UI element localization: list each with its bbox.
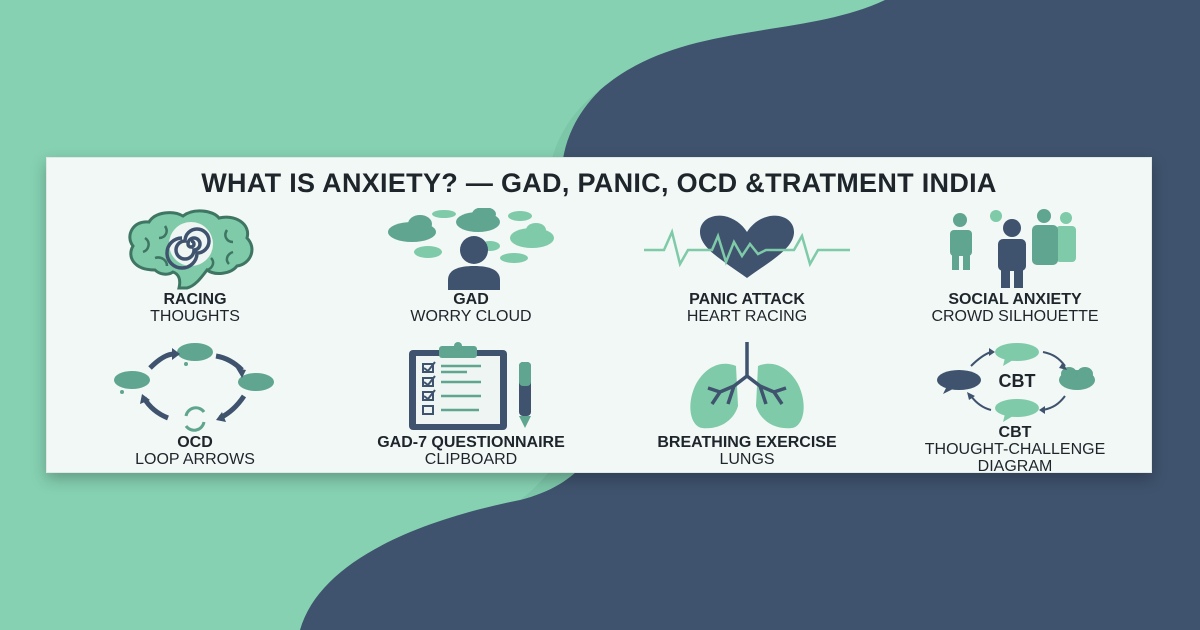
- item-subtitle: WORRY CLOUD: [410, 308, 532, 325]
- item-heading: PANIC ATTACK: [689, 291, 805, 308]
- infographic-card: WHAT IS ANXIETY? — GAD, PANIC, OCD &TRAT…: [46, 157, 1153, 475]
- item-racing-thoughts: RACING THOUGHTS: [57, 208, 333, 336]
- item-social-anxiety: SOCIAL ANXIETY CROWD SILHOUETTE: [877, 208, 1153, 336]
- item-ocd: OCD LOOP ARROWS: [57, 342, 333, 470]
- item-heading: GAD-7 QUESTIONNAIRE: [377, 434, 565, 451]
- item-heading: RACING: [163, 291, 227, 308]
- item-subtitle: DIAGRAM: [977, 458, 1053, 475]
- item-heading: GAD: [453, 291, 489, 308]
- person-worry-clouds-icon: [388, 208, 554, 290]
- cbt-cycle-icon: CBT: [937, 343, 1095, 422]
- brain-spiral-icon: [128, 209, 254, 290]
- item-subtitle: THOUGHTS: [150, 308, 240, 325]
- crowd-icon: [950, 209, 1076, 288]
- page-title: WHAT IS ANXIETY? — GAD, PANIC, OCD &TRAT…: [201, 168, 997, 198]
- item-label: SOCIAL ANXIETY CROWD SILHOUETTE: [877, 291, 1153, 325]
- item-subtitle: CROWD SILHOUETTE: [931, 308, 1099, 325]
- item-subtitle: CLIPBOARD: [424, 451, 518, 468]
- item-panic-attack: PANIC ATTACK HEART RACING: [609, 208, 885, 336]
- item-heading: OCD: [177, 434, 213, 451]
- item-label: PANIC ATTACK HEART RACING: [609, 291, 885, 325]
- item-gad7: GAD-7 QUESTIONNAIRE CLIPBOARD: [333, 342, 609, 470]
- item-heading: BREATHING EXERCISE: [657, 434, 837, 451]
- item-subtitle: HEART RACING: [686, 308, 808, 325]
- item-gad: GAD WORRY CLOUD: [333, 208, 609, 336]
- item-label: GAD WORRY CLOUD: [333, 291, 609, 325]
- item-label: CBT THOUGHT-CHALLENGE DIAGRAM: [877, 424, 1153, 475]
- item-label: OCD LOOP ARROWS: [57, 434, 333, 468]
- item-subtitle: LUNGS: [719, 451, 775, 468]
- item-cbt: CBT CBT THOUGHT-CHALLENGE DIAGRAM: [877, 342, 1153, 475]
- item-subtitle: THOUGHT-CHALLENGE: [924, 441, 1106, 458]
- item-heading: SOCIAL ANXIETY: [948, 291, 1082, 308]
- loop-arrows-icon: [114, 343, 274, 432]
- clipboard-icon: [409, 342, 531, 430]
- icon-grid: RACING THOUGHTS: [47, 208, 1153, 475]
- lungs-icon: [690, 342, 804, 429]
- item-label: BREATHING EXERCISE LUNGS: [609, 434, 885, 468]
- cbt-center-label: CBT: [999, 371, 1036, 391]
- item-breathing: BREATHING EXERCISE LUNGS: [609, 342, 885, 470]
- heart-pulse-icon: [644, 215, 850, 278]
- item-heading: CBT: [998, 424, 1032, 441]
- item-label: RACING THOUGHTS: [57, 291, 333, 325]
- item-subtitle: LOOP ARROWS: [135, 451, 255, 468]
- item-label: GAD-7 QUESTIONNAIRE CLIPBOARD: [333, 434, 609, 468]
